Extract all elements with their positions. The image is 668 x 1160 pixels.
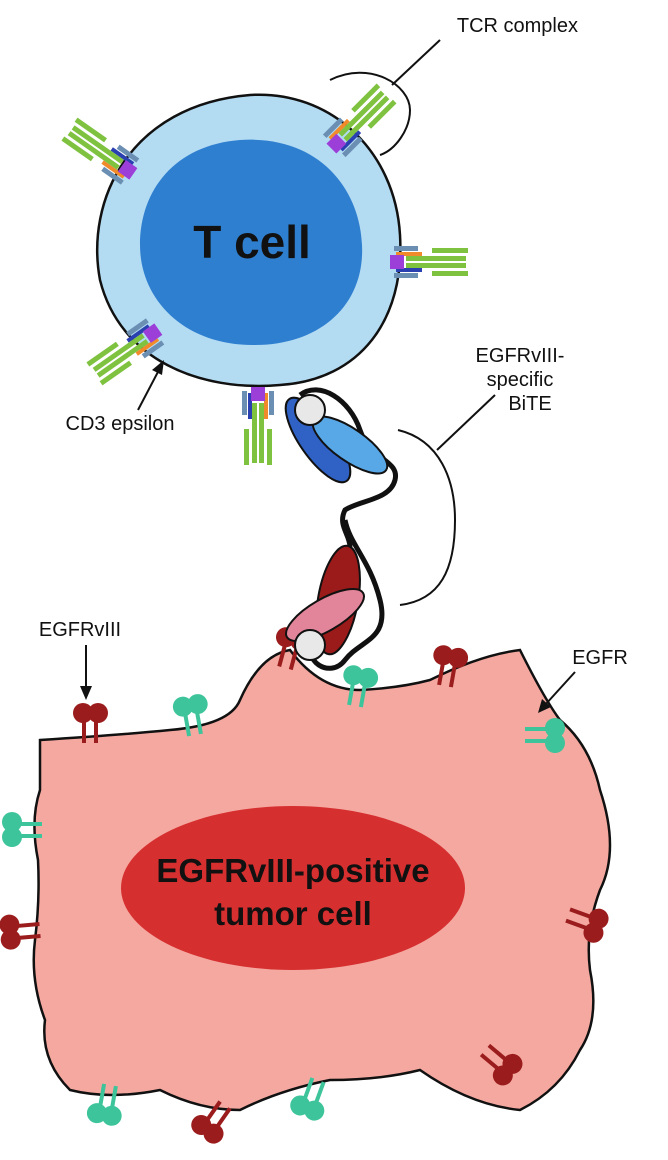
t-cell-label: T cell xyxy=(193,216,311,268)
egfr-arrow xyxy=(544,671,576,706)
arrow-head xyxy=(80,686,92,700)
bite-label-line3: BiTE xyxy=(508,393,551,415)
arrow-head xyxy=(538,699,551,713)
tcr-complex xyxy=(390,246,468,278)
cd3-epsilon-label: CD3 epsilon xyxy=(66,413,175,435)
tcr-complex xyxy=(242,387,274,465)
arrow-head xyxy=(152,360,164,375)
egfrviii-label: EGFRvIII xyxy=(39,619,121,641)
tumor-nucleus xyxy=(121,806,465,970)
tcr-complex-leader xyxy=(391,39,441,86)
tumor-cell-label-line2: tumor cell xyxy=(214,895,372,932)
t-cell-nucleus xyxy=(140,139,363,346)
tumor-cell-label-line1: EGFRvIII-positive xyxy=(156,852,429,889)
tcr-complex-label: TCR complex xyxy=(457,15,578,37)
bite-label-line2: specific xyxy=(487,369,554,391)
tcr-complex-bracket xyxy=(329,71,412,156)
bite-leader xyxy=(436,394,496,451)
egfr-label: EGFR xyxy=(572,647,628,669)
cd3-epsilon-arrow xyxy=(137,367,161,411)
bite-molecule xyxy=(284,387,398,671)
bite-label-line1: EGFRvIII- xyxy=(476,345,565,367)
bite-bracket xyxy=(397,429,457,606)
